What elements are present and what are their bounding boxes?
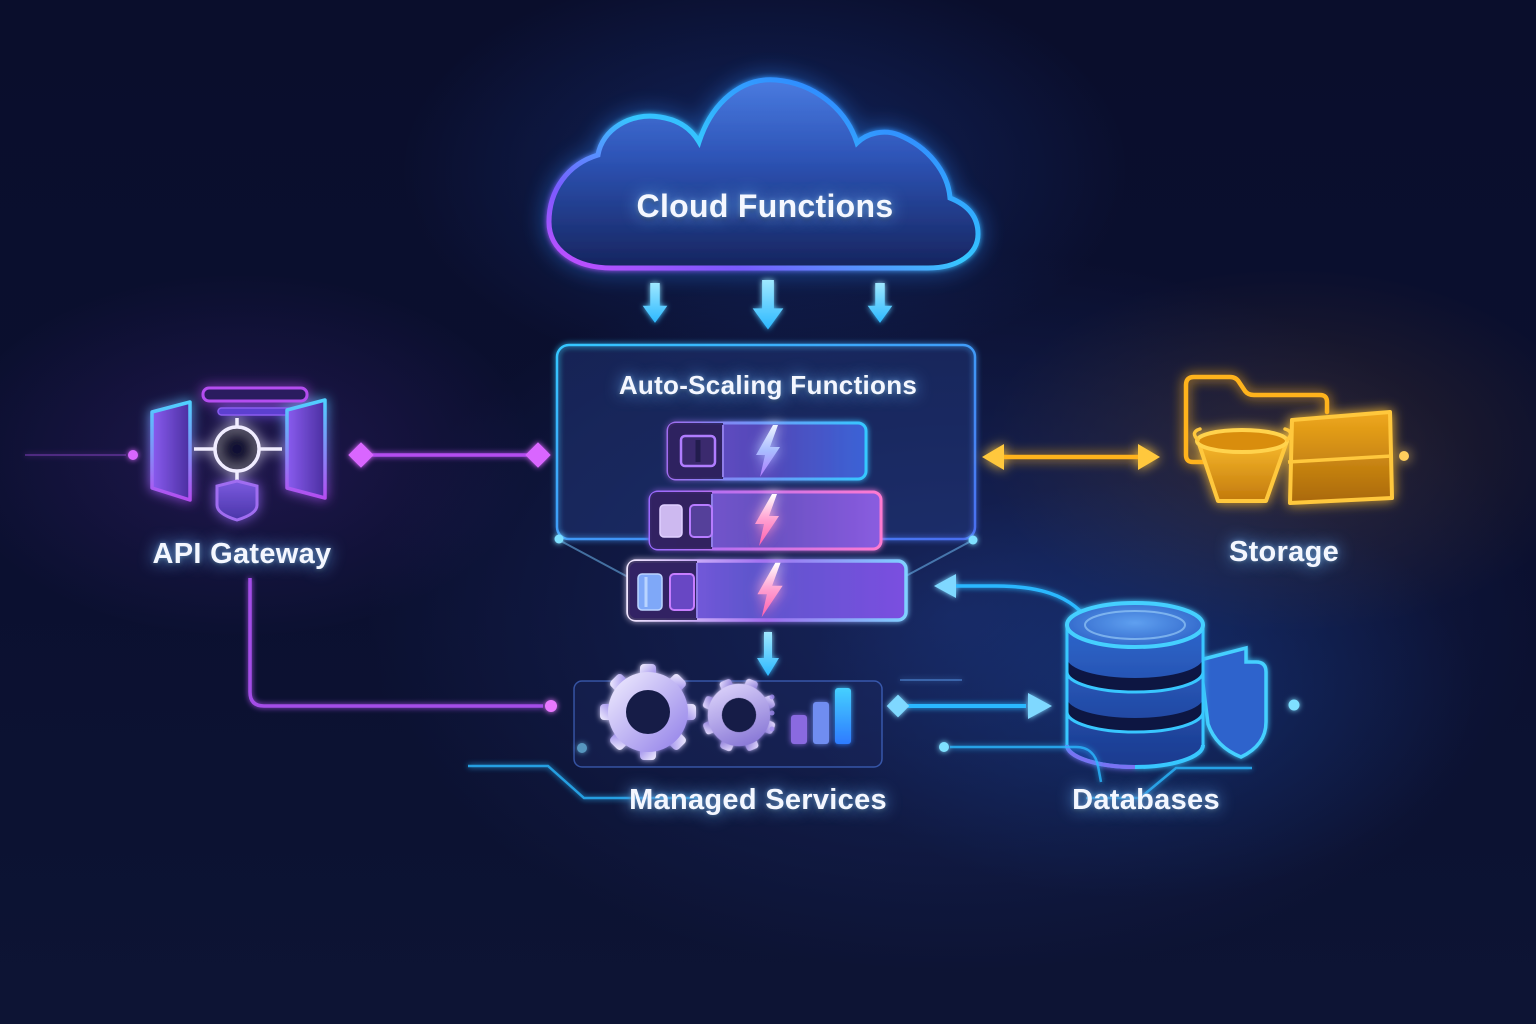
down-arrow-icon bbox=[642, 280, 893, 330]
function-instance-bars bbox=[626, 421, 908, 622]
bar-chart-icon bbox=[791, 688, 851, 744]
bottom-left-connectors bbox=[240, 578, 587, 753]
gear-icon bbox=[600, 664, 696, 760]
managed-services-label: Managed Services bbox=[629, 784, 887, 816]
down-arrow-icon bbox=[757, 632, 779, 676]
storage-icons bbox=[1183, 374, 1394, 505]
lightning-bolt-icon bbox=[755, 494, 779, 546]
label-bracket-lines bbox=[468, 764, 1252, 800]
gear-icon bbox=[702, 678, 776, 752]
shield-icon bbox=[215, 479, 259, 522]
databases-label: Databases bbox=[1072, 784, 1220, 816]
connector-managed-to-databases bbox=[886, 679, 1536, 783]
connector-functions-to-storage bbox=[982, 444, 1536, 470]
connector-gateway-to-functions bbox=[25, 442, 551, 468]
function-bar-2 bbox=[648, 490, 883, 551]
dotted-divider bbox=[769, 694, 775, 732]
managed-services-panel bbox=[573, 632, 883, 769]
api-gateway-label: API Gateway bbox=[152, 538, 332, 570]
bucket-icon bbox=[1192, 427, 1293, 503]
function-bar-1 bbox=[666, 421, 868, 481]
lightning-bolt-icon bbox=[757, 562, 783, 618]
databases-icons bbox=[1065, 601, 1268, 769]
cloud-icon bbox=[541, 72, 986, 275]
storage-label: Storage bbox=[1228, 536, 1340, 568]
cloud-side-lines bbox=[175, 216, 1265, 241]
shield-icon bbox=[1198, 645, 1268, 759]
api-gateway-icon bbox=[150, 386, 327, 522]
database-cylinder-icon bbox=[1065, 601, 1205, 769]
folder-icon bbox=[1183, 374, 1330, 465]
autoscaling-title: Auto-Scaling Functions bbox=[618, 370, 918, 400]
lightning-bolt-icon bbox=[756, 425, 780, 477]
cloud-functions-label: Cloud Functions bbox=[636, 188, 894, 224]
function-bar-3 bbox=[626, 559, 908, 622]
crosshair-icon bbox=[194, 418, 282, 481]
